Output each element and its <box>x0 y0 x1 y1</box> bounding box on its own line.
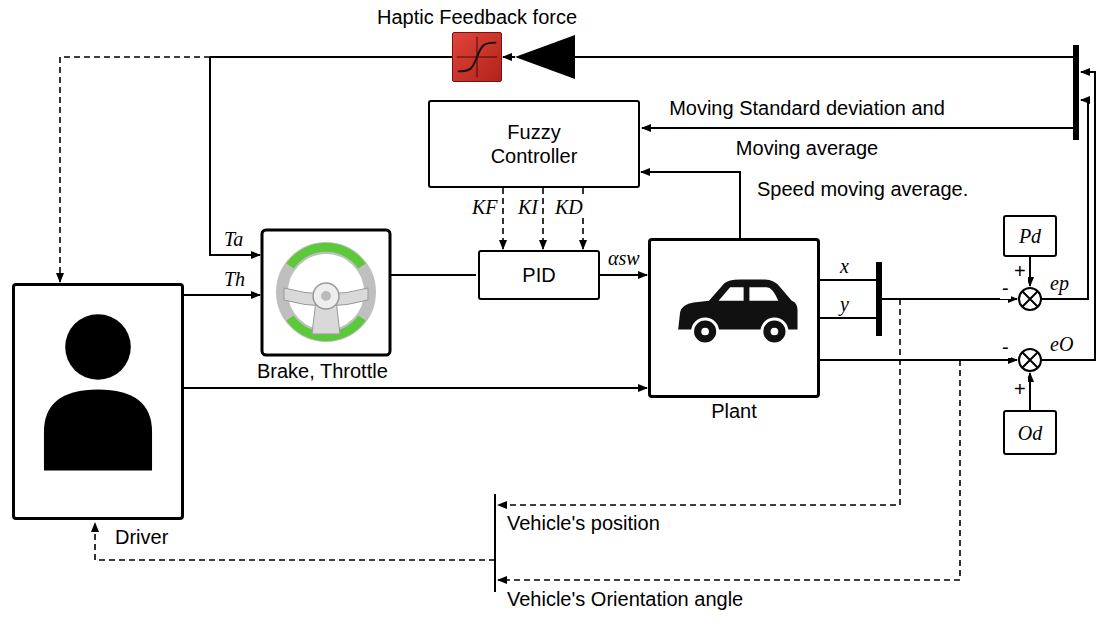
signal-name: Th <box>222 268 247 290</box>
connector <box>600 275 647 276</box>
node-heading: Driver <box>113 525 170 549</box>
person-icon <box>15 286 181 517</box>
sum-junction <box>1019 349 1041 371</box>
wire <box>390 274 476 276</box>
node-text: PID <box>522 263 555 287</box>
wire <box>820 317 876 319</box>
junction-circle <box>1019 349 1041 371</box>
sigmoid-symbol <box>453 33 501 81</box>
connector-line <box>184 387 647 389</box>
connector-line <box>502 188 504 249</box>
connector <box>184 388 647 389</box>
node-heading: Haptic Feedback force <box>375 5 579 29</box>
junction-cross <box>1022 291 1038 307</box>
wire <box>210 57 260 255</box>
node-text: Fuzzy Controller <box>474 120 594 168</box>
sign-label: + <box>1012 378 1028 400</box>
edge-label: KF <box>470 196 500 218</box>
connector <box>503 188 504 249</box>
wire <box>1041 100 1088 299</box>
wheel-logo <box>321 291 331 301</box>
signal-name: Ta <box>222 228 245 250</box>
merge-line <box>494 494 496 592</box>
gain-triangle <box>515 35 575 79</box>
reference-box: Pd <box>1003 215 1057 257</box>
sign-label: - <box>1000 336 1011 358</box>
signal-note: Moving Standard deviation and Moving ave… <box>655 88 959 168</box>
bus-bar <box>876 262 882 336</box>
sign-label: + <box>1012 260 1028 282</box>
wire <box>642 127 1073 129</box>
wire <box>820 279 876 281</box>
wheel-grip <box>290 247 362 266</box>
wire <box>184 294 260 296</box>
wire <box>882 298 1017 300</box>
connector <box>641 172 740 238</box>
wire <box>1029 257 1031 286</box>
edge-label: Brake, Throttle <box>255 360 390 382</box>
feedback-wires <box>95 299 960 580</box>
connector-line <box>641 172 740 238</box>
signal-name: eO <box>1048 333 1075 355</box>
edge-label: Speed moving average. <box>755 178 970 200</box>
bus-bar <box>1073 45 1079 140</box>
plant-box: Plant <box>648 238 820 398</box>
reference-box: Od <box>1003 410 1057 455</box>
wheel-rim <box>282 248 370 336</box>
edge-label: KD <box>553 196 585 218</box>
connector-line <box>600 274 647 276</box>
sum-junction <box>1019 288 1041 310</box>
signal-wires <box>184 57 1095 592</box>
sign-label: Vehicle's position <box>505 512 662 534</box>
pid-box: PID <box>478 250 600 300</box>
signal-name: x <box>838 255 851 277</box>
wire <box>575 56 1073 58</box>
dashed-wire <box>498 299 900 505</box>
sign-label: - <box>1000 277 1011 299</box>
connector <box>543 188 544 249</box>
car-icon <box>651 241 817 395</box>
node-text: Od <box>1018 421 1042 445</box>
node-text: Pd <box>1019 224 1041 248</box>
connector-line <box>60 57 210 282</box>
steering-frame <box>262 230 390 355</box>
wire <box>1029 373 1031 410</box>
connector <box>60 57 452 282</box>
wire <box>503 56 515 58</box>
steering-wheel-box <box>262 230 390 355</box>
saturation-block: Haptic Feedback force <box>452 32 502 82</box>
junction-circle <box>1019 288 1041 310</box>
signal-name: y <box>838 293 851 315</box>
edge-label: KI <box>516 196 540 218</box>
junction-cross <box>1022 352 1038 368</box>
wire <box>820 359 1017 361</box>
dashed-wire <box>95 523 495 560</box>
edge-label: αsw <box>606 247 642 269</box>
connector-line <box>542 188 544 249</box>
driver-box: Driver <box>12 283 184 520</box>
sign-label: Vehicle's Orientation angle <box>505 588 745 610</box>
controller-box: Fuzzy Controller <box>428 100 640 188</box>
node-heading: Plant <box>709 399 759 423</box>
signal-name: ep <box>1048 272 1071 294</box>
wheel-hub <box>313 283 339 309</box>
connector-line <box>210 56 452 58</box>
